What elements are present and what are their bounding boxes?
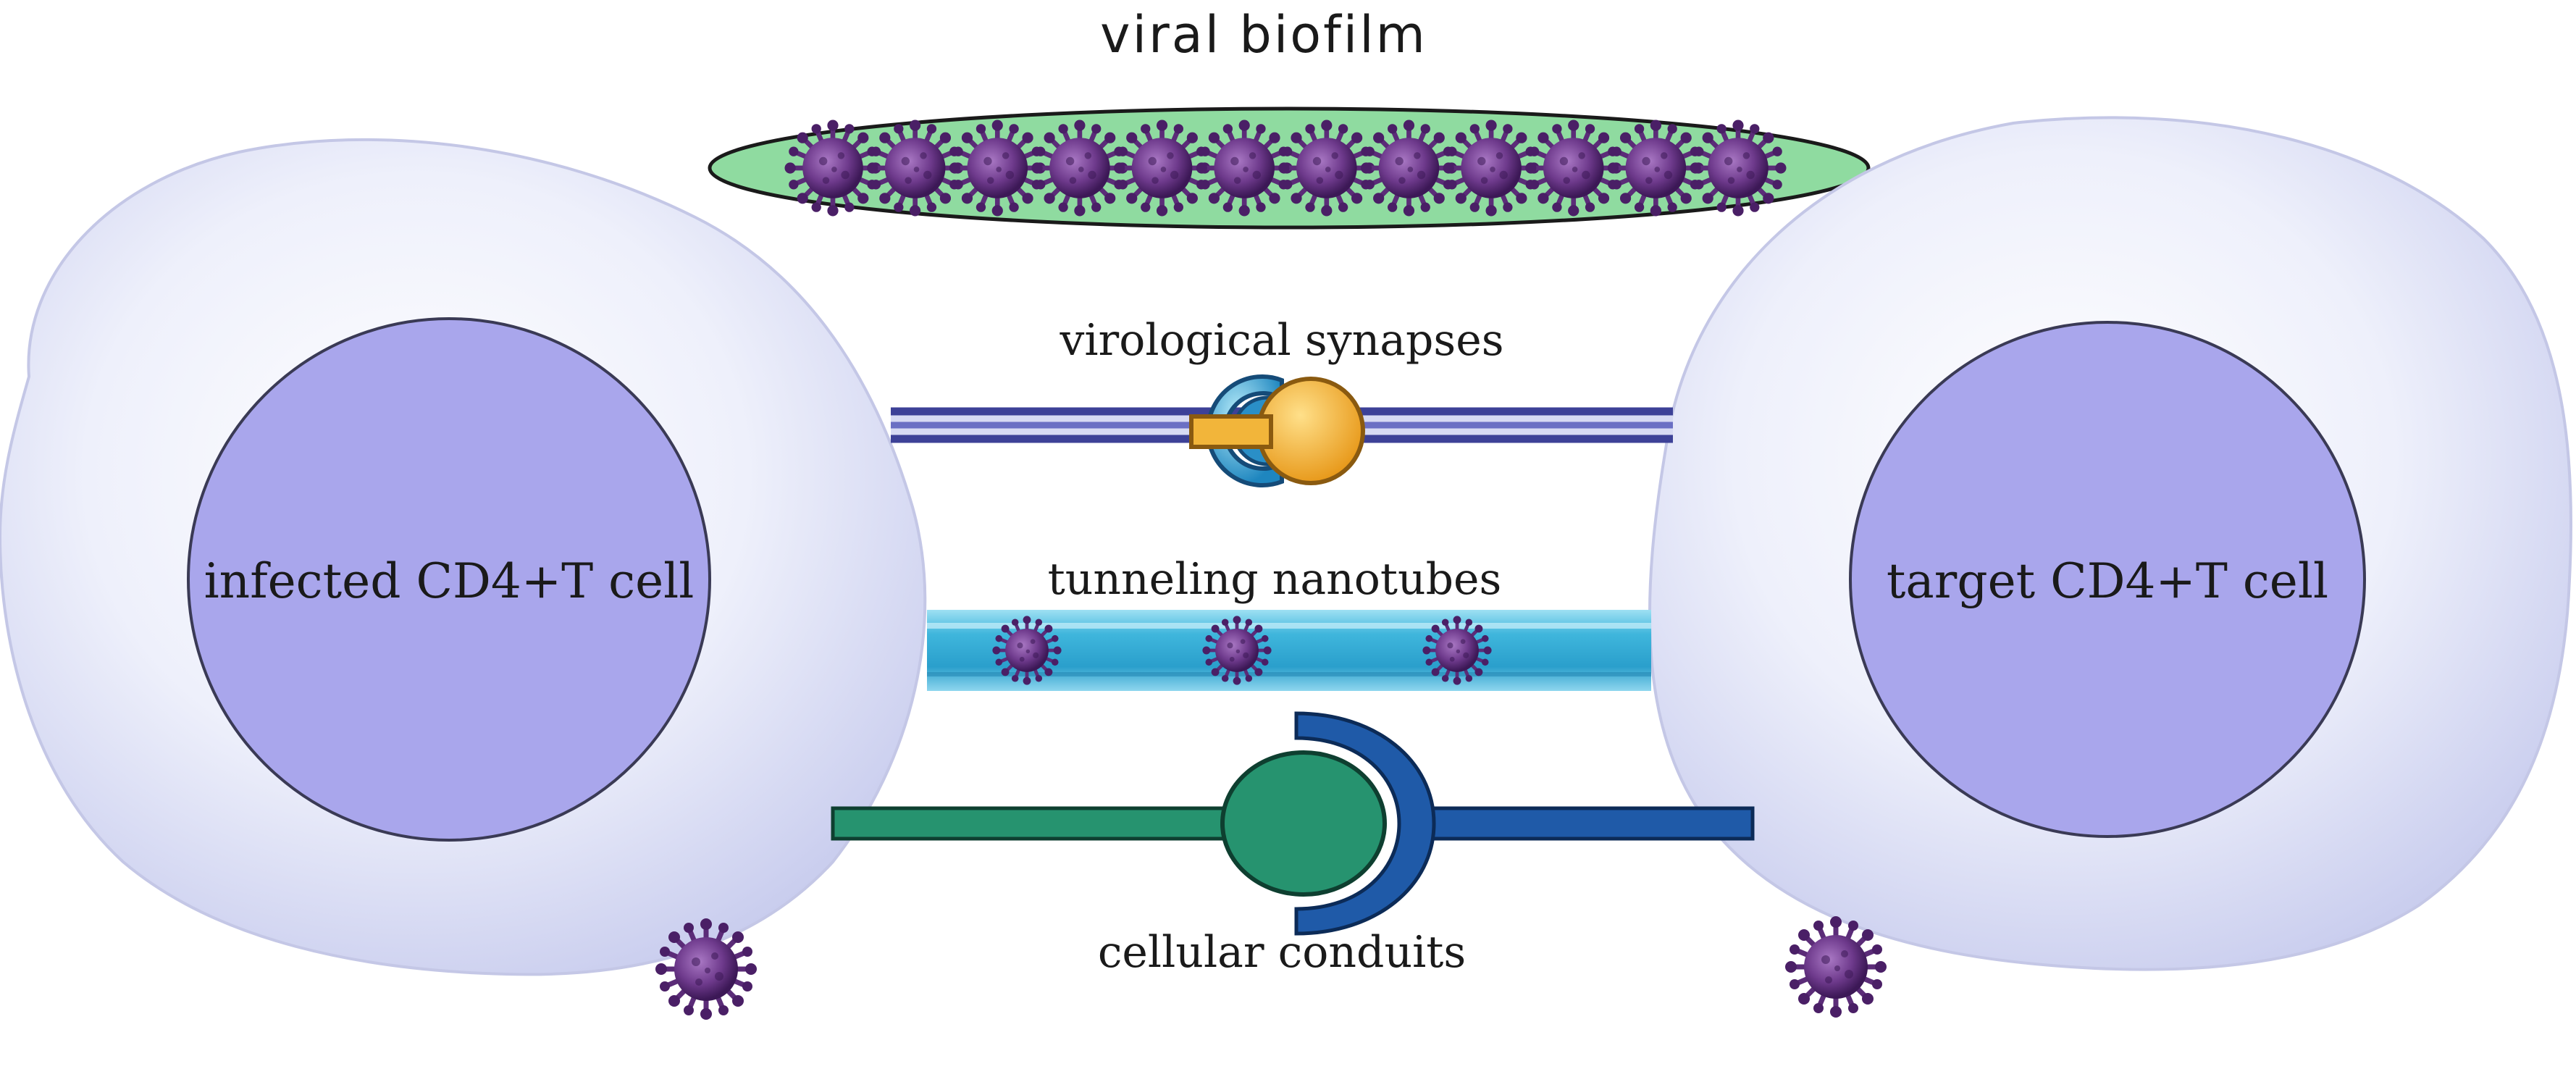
conduit-green-stem	[831, 806, 1248, 841]
target-cell-nucleus	[1849, 321, 2366, 838]
tunneling-nanotubes-label: tunneling nanotubes	[1048, 554, 1502, 605]
infected-cell-label: infected CD4+T cell	[204, 553, 695, 609]
infected-cell: infected CD4+T cell	[0, 138, 927, 976]
virological-synapse	[891, 374, 1673, 487]
nanotube-virus-icon	[1422, 616, 1491, 684]
biofilm-virus-icon	[1278, 120, 1375, 217]
biofilm-virus-icon	[1114, 120, 1210, 217]
viral-biofilm-label: viral biofilm	[1100, 5, 1427, 64]
nanotube-virus-icon	[992, 616, 1061, 684]
cellular-conduits-label: cellular conduits	[1098, 927, 1466, 978]
biofilm-virus-icon	[1608, 120, 1704, 217]
virological-synapses-label: virological synapses	[1059, 315, 1503, 366]
target-cell: target CD4+T cell	[1648, 116, 2573, 971]
tunneling-nanotube	[927, 610, 1651, 691]
biofilm-virus-icon	[1196, 120, 1293, 217]
receptor-ligand-icon	[1189, 374, 1365, 487]
free-virus-icon	[655, 918, 757, 1020]
biofilm-virus-icon	[1361, 120, 1457, 217]
biofilm-virus-icon	[785, 120, 881, 217]
cellular-conduit	[831, 711, 1755, 936]
biofilm-virus-icon	[1525, 120, 1621, 217]
biofilm-virus-icon	[1690, 120, 1787, 217]
biofilm-virus-icon	[1443, 120, 1540, 217]
free-virus-icon	[1785, 916, 1887, 1018]
conduit-blue-socket	[1294, 711, 1436, 936]
viral-biofilm	[708, 106, 1871, 230]
biofilm-virus-icon	[949, 120, 1046, 217]
nanotube-virus-icon	[1202, 616, 1271, 684]
target-cell-label: target CD4+T cell	[1887, 553, 2328, 609]
biofilm-virus-icon	[1031, 120, 1128, 217]
biofilm-virus-icon	[867, 120, 963, 217]
infected-cell-nucleus	[187, 317, 711, 842]
conduit-green-ball	[1220, 750, 1387, 897]
conduit-blue-stem	[1417, 806, 1755, 841]
